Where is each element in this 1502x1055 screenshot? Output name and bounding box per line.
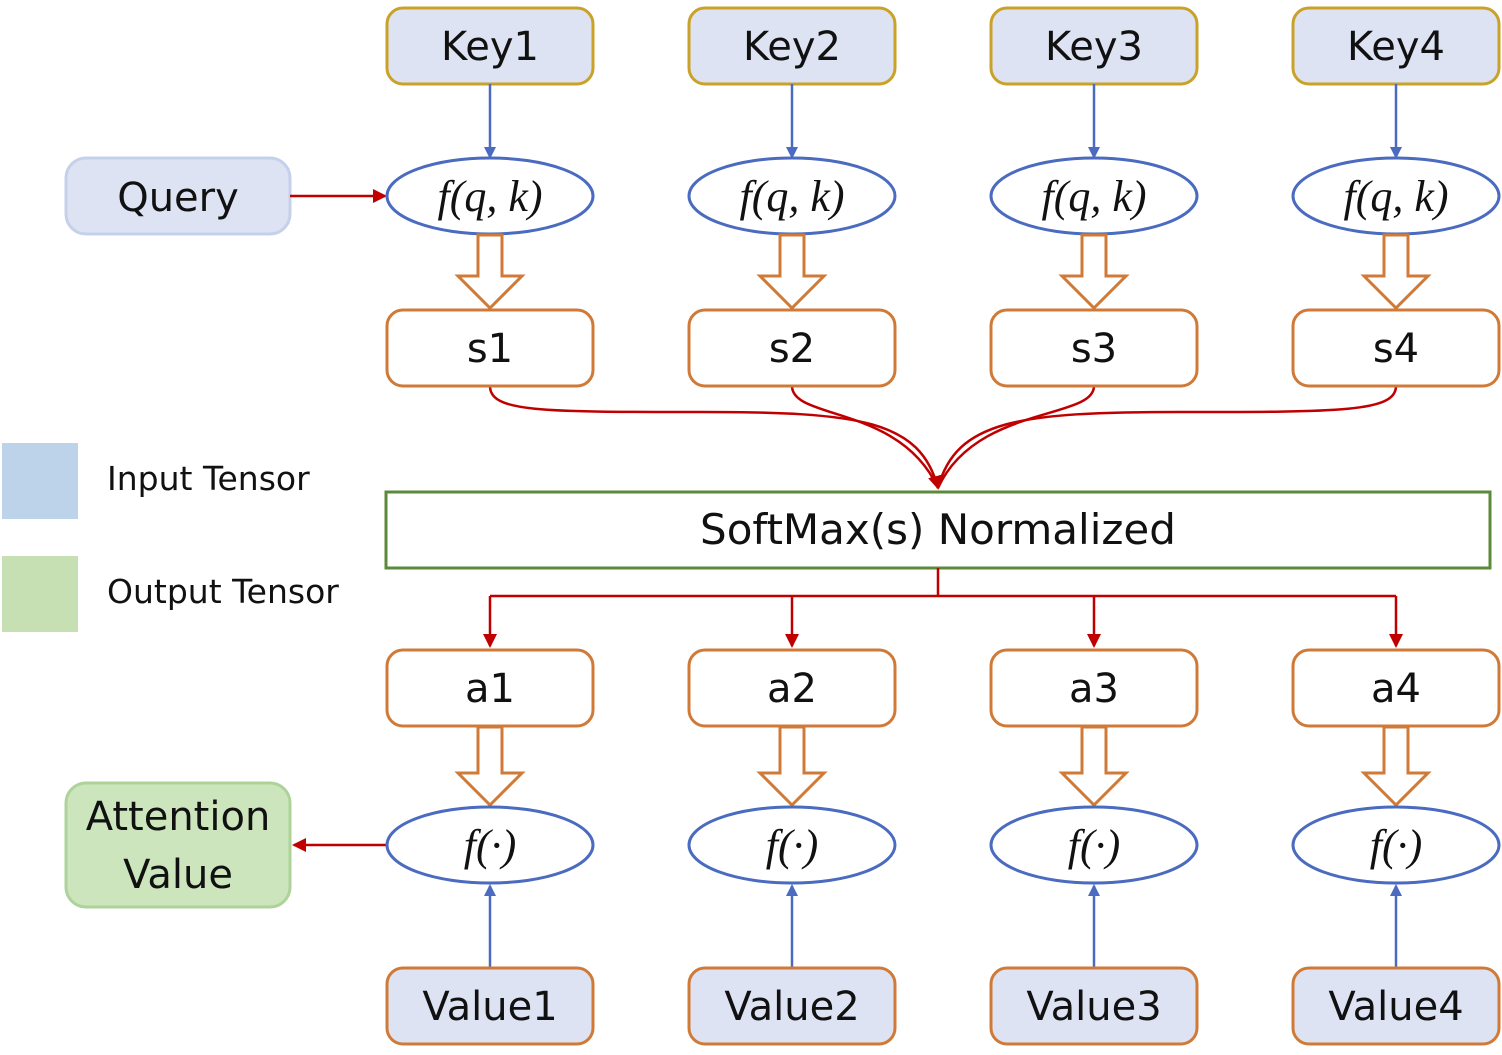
value-fn-4-label: f(·) xyxy=(1370,821,1423,870)
value-3-label: Value3 xyxy=(1026,984,1161,1030)
score-to-softmax-curve-3 xyxy=(936,385,1096,489)
weight-1-label: a1 xyxy=(465,666,515,712)
score-4-node xyxy=(1291,308,1501,388)
value-fn-4-node xyxy=(1291,805,1501,885)
legend-output-label: Output Tensor xyxy=(107,572,339,611)
score-1-node xyxy=(385,308,595,388)
weight-4-label: a4 xyxy=(1371,666,1421,712)
value-fn-2-node xyxy=(687,805,897,885)
value-4-node xyxy=(1291,966,1501,1046)
score-to-softmax-curve-1 xyxy=(488,385,942,490)
score-to-softmax-curve-4 xyxy=(936,385,1398,489)
value-3-node xyxy=(989,966,1199,1046)
query-label: Query xyxy=(117,175,239,221)
value-fn-1-node xyxy=(385,805,595,885)
value-fn-2-label: f(·) xyxy=(766,821,819,870)
key-3-label: Key3 xyxy=(1045,24,1143,70)
legend-output-swatch xyxy=(2,556,78,632)
weight-3-to-value-fn-arrow xyxy=(1058,725,1130,808)
value-fn-3-label: f(·) xyxy=(1068,821,1121,870)
attention-value-line2: Value xyxy=(123,852,233,898)
weight-4-to-value-fn-arrow xyxy=(1360,725,1432,808)
value-1-node xyxy=(385,966,595,1046)
weight-3-label: a3 xyxy=(1069,666,1119,712)
value-fn-1-label: f(·) xyxy=(464,821,517,870)
weight-2-label: a2 xyxy=(767,666,817,712)
score-1-label: s1 xyxy=(467,326,513,372)
score-fn-4-label: f(q, k) xyxy=(1343,172,1448,221)
score-3-node xyxy=(989,308,1199,388)
attention-value-line1: Attention xyxy=(86,794,271,840)
key-2-label: Key2 xyxy=(743,24,841,70)
value-2-label: Value2 xyxy=(724,984,859,1030)
weight-1-to-value-fn-arrow xyxy=(454,725,526,808)
value-2-node xyxy=(687,966,897,1046)
score-4-label: s4 xyxy=(1373,326,1419,372)
attention-value-node xyxy=(64,781,292,909)
value-4-label: Value4 xyxy=(1328,984,1463,1030)
value-fn-3-node xyxy=(989,805,1199,885)
score-3-label: s3 xyxy=(1071,326,1117,372)
legend-input-label: Input Tensor xyxy=(107,459,310,498)
score-to-softmax-curve-2 xyxy=(790,385,940,489)
key-1-label: Key1 xyxy=(441,24,539,70)
key-4-label: Key4 xyxy=(1347,24,1445,70)
score-fn-4-to-score-arrow xyxy=(1360,233,1432,311)
score-fn-2-label: f(q, k) xyxy=(739,172,844,221)
score-2-node xyxy=(687,308,897,388)
value-1-label: Value1 xyxy=(422,984,557,1030)
score-fn-2-to-score-arrow xyxy=(756,233,828,311)
score-2-label: s2 xyxy=(769,326,815,372)
score-fn-1-label: f(q, k) xyxy=(437,172,542,221)
softmax-box xyxy=(384,490,1492,570)
softmax-label: SoftMax(s) Normalized xyxy=(700,505,1176,554)
score-fn-3-to-score-arrow xyxy=(1058,233,1130,311)
legend-input-swatch xyxy=(2,443,78,519)
score-fn-1-to-score-arrow xyxy=(454,233,526,311)
weight-2-to-value-fn-arrow xyxy=(756,725,828,808)
score-fn-3-label: f(q, k) xyxy=(1041,172,1146,221)
